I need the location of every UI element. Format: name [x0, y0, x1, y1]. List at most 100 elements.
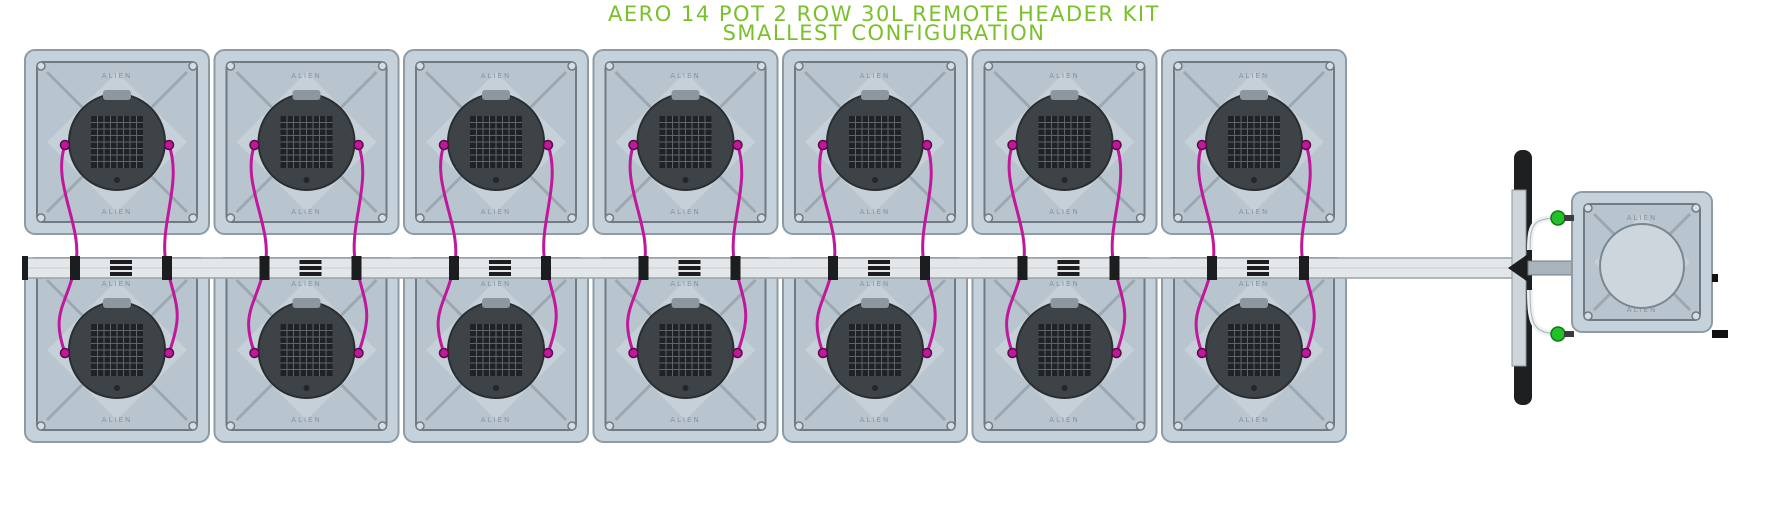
pot-rib — [1182, 70, 1224, 112]
corner-bolt-icon — [188, 61, 198, 71]
brand-mark-bottom: ALIEN — [1239, 416, 1269, 424]
pot-icon: ALIEN ALIEN — [1161, 257, 1347, 443]
pot-rib — [1094, 172, 1136, 214]
corner-bolt-icon — [36, 213, 46, 223]
corner-bolt-icon — [1135, 213, 1146, 223]
pot-rib — [336, 172, 378, 214]
pot-rib — [715, 278, 757, 320]
tee-fitting-icon — [1207, 256, 1217, 280]
corner-bolt-icon — [188, 213, 198, 223]
mesh-basket-icon — [470, 324, 522, 376]
pot-rib — [1284, 278, 1326, 320]
tee-fitting-icon — [1109, 256, 1120, 280]
brand-mark-top: ALIEN — [1239, 280, 1269, 288]
pipe-clamp-icon — [1057, 266, 1080, 270]
hose-fitting-icon — [438, 139, 450, 151]
pot-rib — [1094, 380, 1136, 422]
hose-fitting-icon — [732, 347, 743, 359]
brand-mark-top: ALIEN — [481, 72, 511, 80]
brand-mark-bottom: ALIEN — [291, 416, 321, 424]
pot-rib — [715, 172, 757, 214]
lid-tab — [292, 298, 321, 308]
corner-bolt-icon — [1691, 203, 1701, 213]
pipe-clamp-icon — [1247, 260, 1269, 264]
pot-rib — [905, 172, 947, 214]
lid-dot — [1061, 385, 1068, 391]
hose-fitting-icon — [249, 347, 260, 359]
hose-fitting-icon — [1111, 139, 1122, 151]
corner-bolt-icon — [946, 421, 956, 431]
pots-layer: ALIEN ALIEN ALIEN ALIEN ALIEN ALIEN ALIEN ALIEN… — [24, 49, 1347, 443]
corner-bolt-icon — [756, 213, 767, 223]
pot-rib — [336, 70, 378, 112]
brand-mark-top: ALIEN — [481, 280, 511, 288]
hose-fitting-icon — [1007, 139, 1018, 151]
mesh-basket-icon — [280, 324, 333, 376]
brand-mark-top: ALIEN — [291, 72, 321, 80]
pipe-clamp-icon — [299, 260, 322, 264]
lid-dot — [682, 385, 689, 391]
hose-fitting-icon — [1007, 347, 1018, 359]
pot-rib — [993, 70, 1035, 112]
brand-mark-top: ALIEN — [1049, 72, 1079, 80]
pot-rib — [614, 70, 656, 112]
tee-fitting-icon — [920, 256, 930, 280]
hose-fitting-icon — [817, 347, 829, 359]
pot-rib — [336, 278, 378, 320]
lid-tab — [482, 298, 510, 308]
pipe-clamp-icon — [678, 266, 701, 270]
corner-bolt-icon — [1135, 61, 1146, 71]
outlet-pipe — [1527, 260, 1573, 276]
corner-bolt-icon — [794, 61, 804, 71]
brand-mark-bottom: ALIEN — [481, 208, 511, 216]
brand-mark-bottom: ALIEN — [481, 416, 511, 424]
corner-bolt-icon — [983, 213, 994, 223]
hose-fitting-icon — [732, 139, 743, 151]
pot-rib — [45, 380, 87, 422]
pot-rib — [715, 380, 757, 422]
lid-tab — [671, 298, 700, 308]
corner-bolt-icon — [225, 421, 236, 431]
corner-bolt-icon — [1325, 213, 1335, 223]
brand-mark-top: ALIEN — [1049, 280, 1079, 288]
lid-tab — [103, 90, 131, 100]
corner-bolt-icon — [1691, 311, 1701, 321]
brand-mark-bottom: ALIEN — [860, 208, 890, 216]
tee-fitting-icon — [1299, 256, 1309, 280]
header-lid — [1599, 223, 1685, 309]
corner-bolt-icon — [567, 61, 577, 71]
corner-bolt-icon — [794, 213, 804, 223]
pot-rib — [905, 278, 947, 320]
hose-fitting-icon — [628, 139, 639, 151]
corner-bolt-icon — [983, 421, 994, 431]
corner-bolt-icon — [1173, 213, 1183, 223]
hose-fitting-icon — [628, 347, 639, 359]
mesh-basket-icon — [849, 324, 901, 376]
header-nub — [1712, 274, 1718, 282]
lid-tab — [861, 90, 889, 100]
pipe-end-cap — [22, 256, 28, 280]
brand-mark-top: ALIEN — [1239, 72, 1269, 80]
mesh-basket-icon — [659, 324, 712, 376]
green-connector-icon — [1550, 210, 1566, 226]
connector-stub — [1564, 215, 1574, 221]
pipe-clamp-icon — [110, 272, 132, 276]
corner-bolt-icon — [756, 61, 767, 71]
pipe-clamp-icon — [489, 266, 511, 270]
pot-rib — [147, 172, 189, 214]
pot-rib — [803, 70, 845, 112]
lid-dot — [493, 177, 499, 183]
pot-rib — [614, 380, 656, 422]
hose-fitting-icon — [1300, 139, 1312, 151]
lid-tab — [861, 298, 889, 308]
mesh-basket-icon — [1038, 324, 1091, 376]
corner-bolt-icon — [756, 421, 767, 431]
mesh-basket-icon — [1228, 324, 1280, 376]
hose-fitting-icon — [542, 139, 554, 151]
hose-fitting-icon — [353, 347, 364, 359]
hose-fitting-icon — [59, 139, 71, 151]
